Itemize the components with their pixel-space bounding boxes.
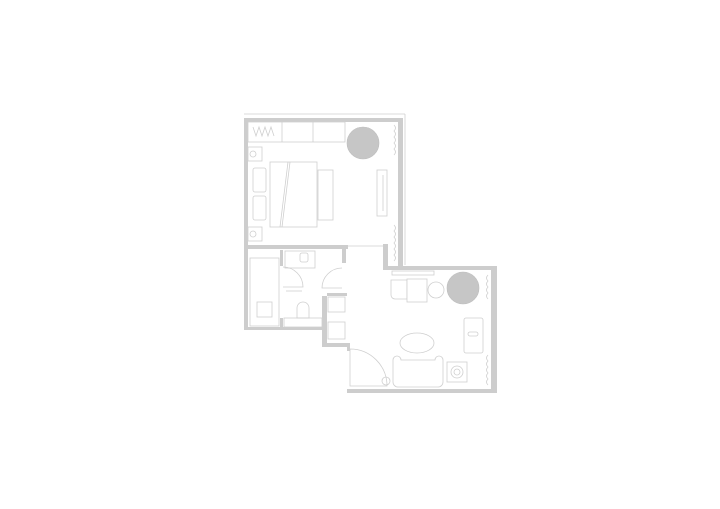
living-plant	[446, 271, 480, 305]
living-right-wall	[491, 266, 497, 393]
bed-throw-line	[281, 161, 291, 228]
lamp-top	[249, 150, 257, 158]
sink	[299, 252, 309, 263]
bath-door-left	[282, 266, 304, 288]
hangers	[252, 125, 275, 138]
bedroom	[247, 121, 396, 262]
bath-bottom-wall	[244, 327, 325, 330]
nightstand-top	[247, 146, 263, 162]
closet-unit	[327, 321, 346, 340]
living-bottom-wall	[347, 389, 497, 393]
console-item	[467, 331, 479, 337]
closet-top-wall	[327, 293, 347, 296]
bedroom-right-wall	[398, 118, 403, 270]
console	[463, 317, 484, 354]
living-room	[349, 270, 489, 388]
curtain	[486, 274, 489, 300]
shower-tray	[256, 301, 273, 318]
bath-door-right	[321, 267, 343, 289]
side-cabinet	[446, 361, 468, 383]
pillow-2	[252, 195, 267, 221]
bathroom	[249, 250, 343, 328]
toilet	[296, 301, 310, 319]
bath-right-wall	[342, 249, 346, 263]
pillow-1	[252, 167, 267, 193]
bedroom-top-wall	[244, 118, 403, 122]
side-table	[427, 281, 445, 299]
living-top-wall	[383, 266, 497, 270]
lamp-bottom	[249, 230, 257, 238]
bench	[317, 169, 334, 221]
bedroom-plant	[346, 126, 380, 160]
closet	[327, 296, 346, 340]
bath-partition-top	[280, 250, 283, 266]
walls	[244, 113, 497, 393]
step-wall	[383, 244, 388, 270]
door-stop	[381, 376, 391, 386]
left-wall	[244, 118, 248, 330]
bath-partition-bottom	[280, 318, 283, 330]
closet-left-wall	[322, 296, 327, 347]
bedroom-bottom-wall	[247, 245, 348, 249]
curtain	[486, 354, 489, 386]
wardrobe	[247, 121, 346, 143]
bed	[269, 161, 318, 228]
tv-console	[376, 169, 388, 217]
curtain	[393, 124, 396, 156]
shower-area	[249, 257, 280, 327]
nightstand-bottom	[247, 226, 263, 242]
curtain	[393, 224, 396, 262]
entry-door	[349, 348, 388, 387]
window-sill	[391, 270, 435, 276]
toilet-wall	[283, 317, 323, 328]
side-cabinet-center	[453, 368, 461, 376]
closet-shelf	[327, 296, 346, 313]
desk	[406, 278, 428, 303]
sofa	[392, 355, 444, 388]
closet-bottom-wall	[322, 343, 350, 347]
side-cabinet-ring	[450, 365, 464, 379]
ottoman	[399, 332, 435, 354]
armchair	[390, 279, 408, 300]
bed-throw-line	[279, 161, 289, 228]
